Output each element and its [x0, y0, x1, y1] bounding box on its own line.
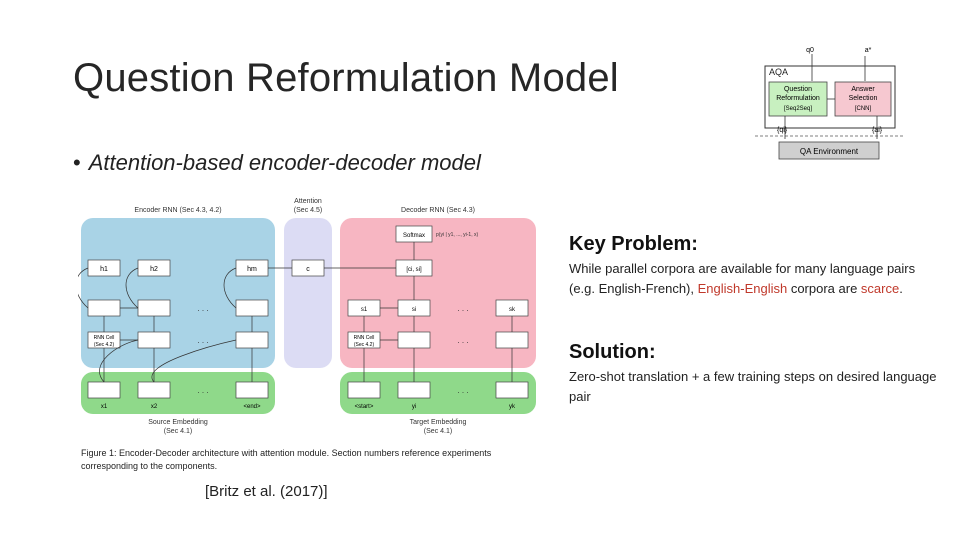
y-start-label: <start>: [355, 404, 374, 410]
h1-label: h1: [100, 266, 108, 273]
x1-label: x1: [101, 404, 108, 410]
key-problem-heading: Key Problem:: [569, 233, 698, 255]
citation: [Britz et al. (2017)]: [205, 483, 328, 500]
dec-cell-label-1: RNN Cell: [354, 335, 375, 341]
attention-title-2: (Sec 4.5): [294, 207, 322, 214]
key-problem-text-start: While parallel corpora are available for…: [569, 261, 916, 296]
enc-cell-label-1: RNN Cell: [94, 335, 115, 341]
sk-label: sk: [509, 307, 516, 313]
as-label-2: Selection: [849, 95, 878, 102]
hm-label: hm: [247, 266, 257, 273]
key-problem-highlight-english: English-English: [697, 281, 788, 296]
solution-text: Zero-shot translation + a few training s…: [569, 369, 937, 404]
encoder-title: Encoder RNN (Sec 4.3, 4.2): [134, 207, 221, 214]
bullet-point: • Attention-based encoder-decoder model: [73, 150, 481, 176]
yk-label: yk: [509, 404, 516, 410]
qr-label-2: Reformulation: [776, 95, 820, 102]
ci-si-label: [ci, si]: [406, 267, 422, 273]
qr-label-3: [Seq2Seq]: [784, 106, 812, 112]
q0-label: q0: [806, 47, 814, 54]
prob-label: p(yi | y1, ..., yi-1, x): [436, 232, 478, 238]
svg-text:. . .: . . .: [457, 304, 468, 313]
qr-label-1: Question: [784, 86, 812, 93]
figure-caption-line-2: corresponding to the components.: [81, 461, 217, 471]
svg-text:. . .: . . .: [457, 336, 468, 345]
h2-label: h2: [150, 266, 158, 273]
dec-cell-label-2: (Sec 4.2): [354, 342, 375, 348]
target-embedding-label-1: Target Embedding: [410, 419, 467, 426]
key-problem-text: While parallel corpora are available for…: [569, 259, 939, 299]
figure-caption-line-1: Figure 1: Encoder-Decoder architecture w…: [81, 448, 492, 458]
xm-label: <end>: [243, 404, 261, 410]
a-star-label: a*: [865, 47, 872, 54]
svg-text:. . .: . . .: [197, 386, 208, 395]
qi-label: {qi}: [777, 127, 788, 134]
svg-text:. . .: . . .: [197, 336, 208, 345]
source-embedding-label-2: (Sec 4.1): [164, 428, 192, 435]
si-label: si: [412, 307, 416, 313]
attention-title-1: Attention: [294, 198, 322, 205]
key-problem-highlight-scarce: scarce: [860, 281, 900, 296]
svg-text:. . .: . . .: [457, 386, 468, 395]
source-embedding-label-1: Source Embedding: [148, 419, 208, 426]
attention-region: [284, 218, 332, 368]
target-embedding-label-2: (Sec 4.1): [424, 428, 452, 435]
decoder-title: Decoder RNN (Sec 4.3): [401, 207, 475, 214]
qa-environment-label: QA Environment: [800, 147, 859, 156]
decoder-region: [340, 218, 536, 368]
key-problem-text-end: .: [899, 281, 903, 296]
bullet-dot-icon: •: [73, 150, 81, 175]
key-problem-text-middle: corpora are: [787, 281, 861, 296]
yi-label: yi: [412, 404, 416, 410]
s1-label: s1: [361, 307, 368, 313]
encoder-decoder-figure: Encoder RNN (Sec 4.3, 4.2) Attention (Se…: [78, 198, 536, 471]
softmax-label: Softmax: [403, 233, 425, 239]
target-embedding-region: [340, 372, 536, 414]
enc-cell-label-2: (Sec 4.2): [94, 342, 115, 348]
as-label-1: Answer: [851, 86, 875, 93]
aqa-box-label: AQA: [769, 67, 788, 77]
ai-label: {ai}: [872, 127, 883, 134]
bullet-text: Attention-based encoder-decoder model: [88, 150, 481, 175]
slide-title: Question Reformulation Model: [73, 56, 619, 100]
context-label: c: [306, 266, 310, 273]
x2-label: x2: [151, 404, 158, 410]
svg-text:. . .: . . .: [197, 304, 208, 313]
aqa-diagram: AQA Question Reformulation [Seq2Seq] Ans…: [755, 47, 905, 160]
encoder-region: [81, 218, 275, 368]
solution-heading: Solution:: [569, 341, 656, 363]
source-embedding-region: [81, 372, 275, 414]
as-label-3: [CNN]: [855, 106, 872, 112]
